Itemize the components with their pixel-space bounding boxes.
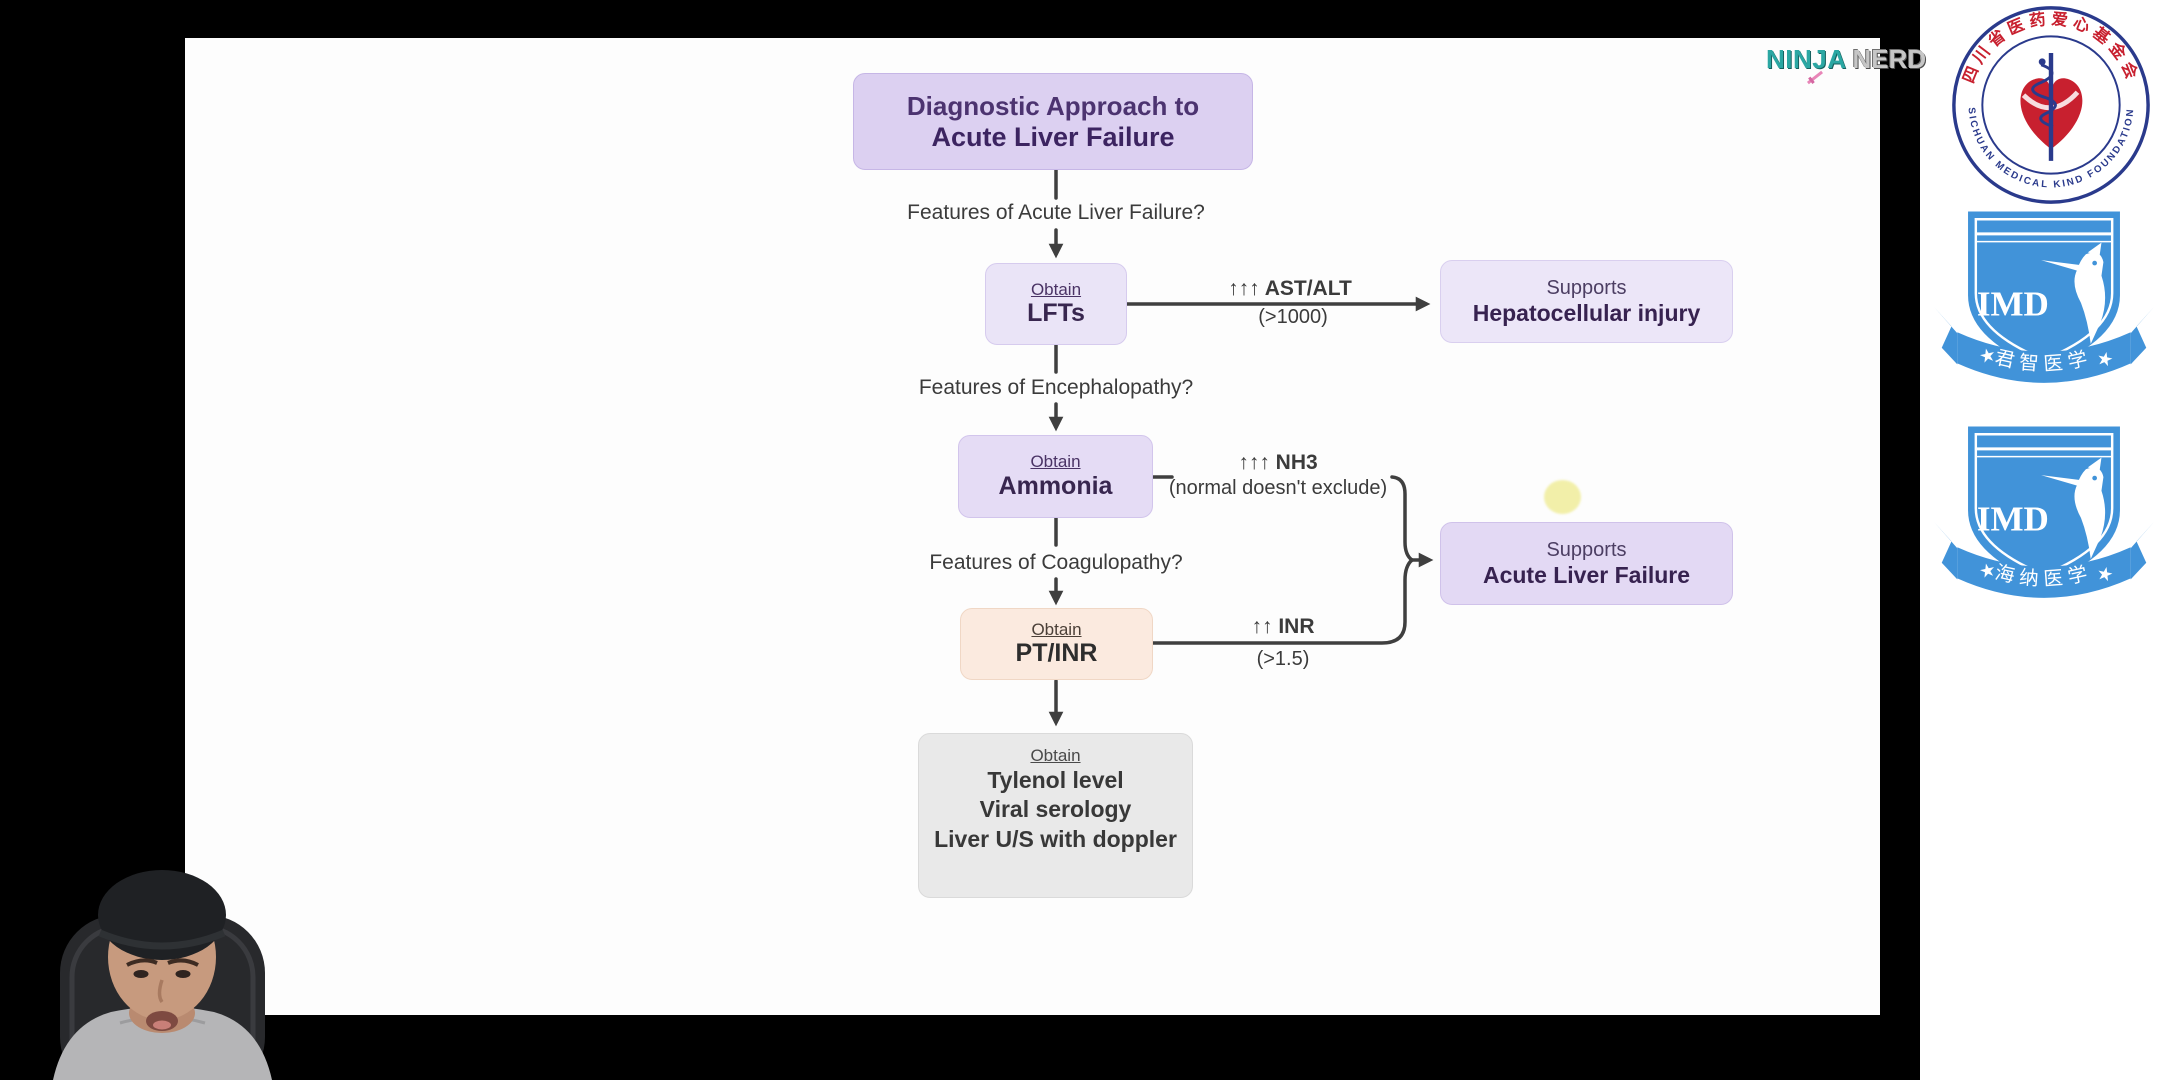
presenter-person: [53, 870, 272, 1080]
question-acute-liver-failure: Features of Acute Liver Failure?: [907, 201, 1205, 224]
laser-pointer-dot: [1544, 480, 1581, 514]
question-encephalopathy: Features of Encephalopathy?: [918, 376, 1194, 399]
imd-junzhi-logo: IMD ★ ★ 君智医学: [1933, 211, 2155, 383]
node-lfts: Obtain LFTs: [985, 263, 1127, 345]
banner-star-right: ★: [2095, 347, 2116, 371]
presenter-illustration: [53, 870, 272, 1080]
banner-star-left: ★: [1977, 343, 1998, 367]
lfts-obtain-label: Obtain: [1030, 279, 1082, 299]
ptinr-obtain-label: Obtain: [1031, 619, 1082, 639]
ammonia-name: Ammonia: [998, 471, 1113, 500]
workup-item-tylenol: Tylenol level: [987, 766, 1124, 793]
ptinr-name: PT/INR: [1015, 639, 1098, 668]
title-box: Diagnostic Approach to Acute Liver Failu…: [853, 73, 1253, 170]
ast-alt-label: ↑↑↑ AST/ALT: [1228, 277, 1352, 300]
inr-label: ↑↑ INR: [1251, 615, 1315, 638]
alf-supports-label: Supports: [1546, 538, 1627, 561]
ammonia-obtain-label: Obtain: [1030, 452, 1081, 472]
imd-haina-logo: IMD ★ ★ 海纳医学: [1933, 426, 2155, 598]
presenter-webcam: [25, 853, 300, 1080]
sichuan-foundation-logo: 四川省医药爱心基金会 SICHUAN MEDICAL KIND FOUNDATI…: [1952, 6, 2150, 204]
lfts-name: LFTs: [1027, 299, 1085, 328]
ast-alt-threshold: (>1000): [1258, 306, 1328, 328]
workup-obtain-label: Obtain: [1030, 746, 1081, 765]
workup-item-ultrasound: Liver U/S with doppler: [934, 826, 1177, 853]
node-pt-inr: Obtain PT/INR: [960, 608, 1153, 680]
imd-shield-icon: IMD: [1968, 211, 2120, 370]
imd-abbr-text: IMD: [1977, 285, 2049, 324]
ninja-wordmark: NINJA: [1766, 44, 1847, 74]
nh3-label: ↑↑↑ NH3: [1238, 451, 1318, 474]
imd-abbr-text: IMD: [1977, 500, 2049, 539]
question-coagulopathy: Features of Coagulopathy?: [929, 551, 1183, 574]
node-supports-acute-liver-failure: Supports Acute Liver Failure: [1440, 522, 1733, 605]
foundation-heart-staff-icon: [2020, 53, 2083, 161]
title-line2: Acute Liver Failure: [931, 121, 1175, 152]
inr-threshold: (>1.5): [1256, 648, 1310, 670]
workup-item-serology: Viral serology: [979, 796, 1132, 823]
alf-name: Acute Liver Failure: [1482, 561, 1691, 588]
banner-star-left: ★: [1977, 558, 1998, 582]
nerd-wordmark: NERD: [1852, 44, 1927, 74]
title-line1: Diagnostic Approach to: [906, 90, 1200, 121]
banner-star-right: ★: [2095, 562, 2116, 586]
hep-name: Hepatocellular injury: [1472, 299, 1701, 326]
imd-shield-icon: IMD: [1968, 426, 2120, 585]
nh3-note: (normal doesn't exclude): [1168, 477, 1388, 499]
node-ammonia: Obtain Ammonia: [958, 435, 1153, 518]
node-workup: Obtain Tylenol level Viral serology Live…: [918, 733, 1193, 898]
node-hepatocellular-injury: Supports Hepatocellular injury: [1440, 260, 1733, 343]
hep-supports-label: Supports: [1546, 276, 1627, 299]
imd-ribbon-banner: ★ ★ 海纳医学: [1933, 521, 2155, 598]
sponsor-logo-panel: 四川省医药爱心基金会 SICHUAN MEDICAL KIND FOUNDATI…: [1920, 0, 2160, 1080]
